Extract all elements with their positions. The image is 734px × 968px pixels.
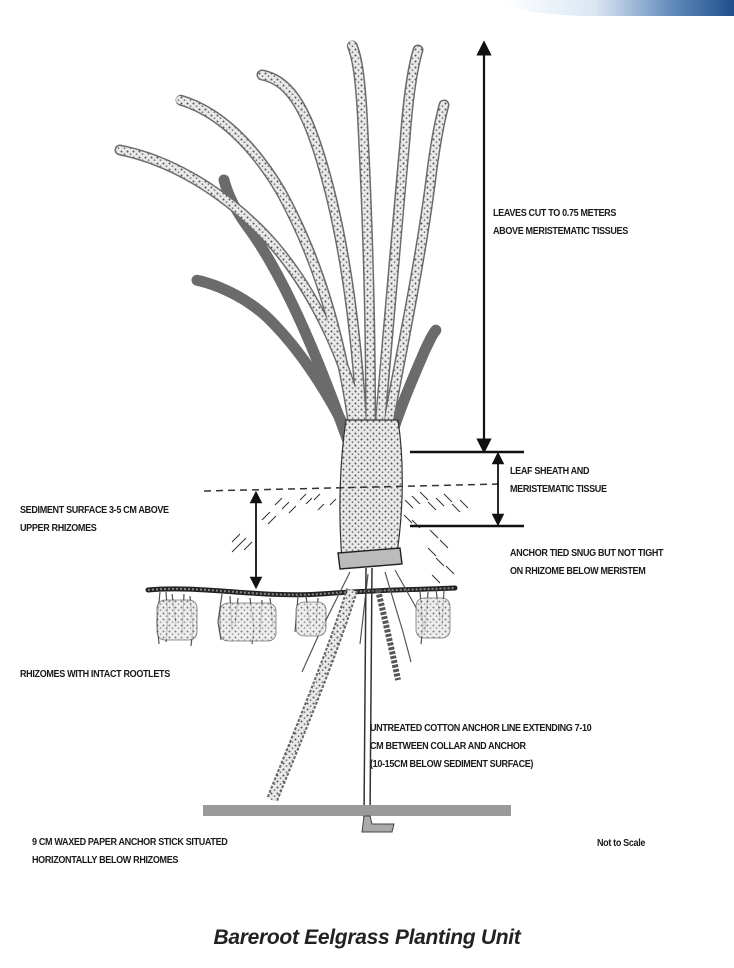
label-line: RHIZOMES WITH INTACT ROOTLETS <box>20 665 170 683</box>
rootlet-texture <box>157 598 450 641</box>
label-line: ABOVE MERISTEMATIC TISSUES <box>493 222 628 240</box>
label-line: Not to Scale <box>597 834 645 852</box>
label-line: SEDIMENT SURFACE 3-5 CM ABOVE <box>20 501 169 519</box>
label-line: UPPER RHIZOMES <box>20 519 169 537</box>
anchor-stick <box>203 805 511 816</box>
label-anchor-stick: 9 CM WAXED PAPER ANCHOR STICK SITUATED H… <box>32 833 227 869</box>
label-line: MERISTEMATIC TISSUE <box>510 480 607 498</box>
label-line: (10-15CM BELOW SEDIMENT SURFACE) <box>370 755 591 773</box>
label-line: LEAF SHEATH AND <box>510 462 607 480</box>
anchor-knot <box>362 816 394 832</box>
label-line: ANCHOR TIED SNUG BUT NOT TIGHT <box>510 544 663 562</box>
label-line: 9 CM WAXED PAPER ANCHOR STICK SITUATED <box>32 833 227 851</box>
label-rhizomes: RHIZOMES WITH INTACT ROOTLETS <box>20 665 170 683</box>
label-anchor-line: UNTREATED COTTON ANCHOR LINE EXTENDING 7… <box>370 719 591 773</box>
label-anchor-tie: ANCHOR TIED SNUG BUT NOT TIGHT ON RHIZOM… <box>510 544 663 580</box>
label-line: ON RHIZOME BELOW MERISTEM <box>510 562 663 580</box>
label-sediment-surface: SEDIMENT SURFACE 3-5 CM ABOVE UPPER RHIZ… <box>20 501 169 537</box>
label-leaf-sheath: LEAF SHEATH AND MERISTEMATIC TISSUE <box>510 462 607 498</box>
label-leaves: LEAVES CUT TO 0.75 METERS ABOVE MERISTEM… <box>493 204 628 240</box>
figure-caption: Bareroot Eelgrass Planting Unit <box>0 926 734 950</box>
label-line: CM BETWEEN COLLAR AND ANCHOR <box>370 737 591 755</box>
label-line: HORIZONTALLY BELOW RHIZOMES <box>32 851 227 869</box>
label-not-to-scale: Not to Scale <box>597 834 645 852</box>
label-line: LEAVES CUT TO 0.75 METERS <box>493 204 628 222</box>
label-line: UNTREATED COTTON ANCHOR LINE EXTENDING 7… <box>370 719 591 737</box>
leaf-sheath <box>340 420 402 560</box>
